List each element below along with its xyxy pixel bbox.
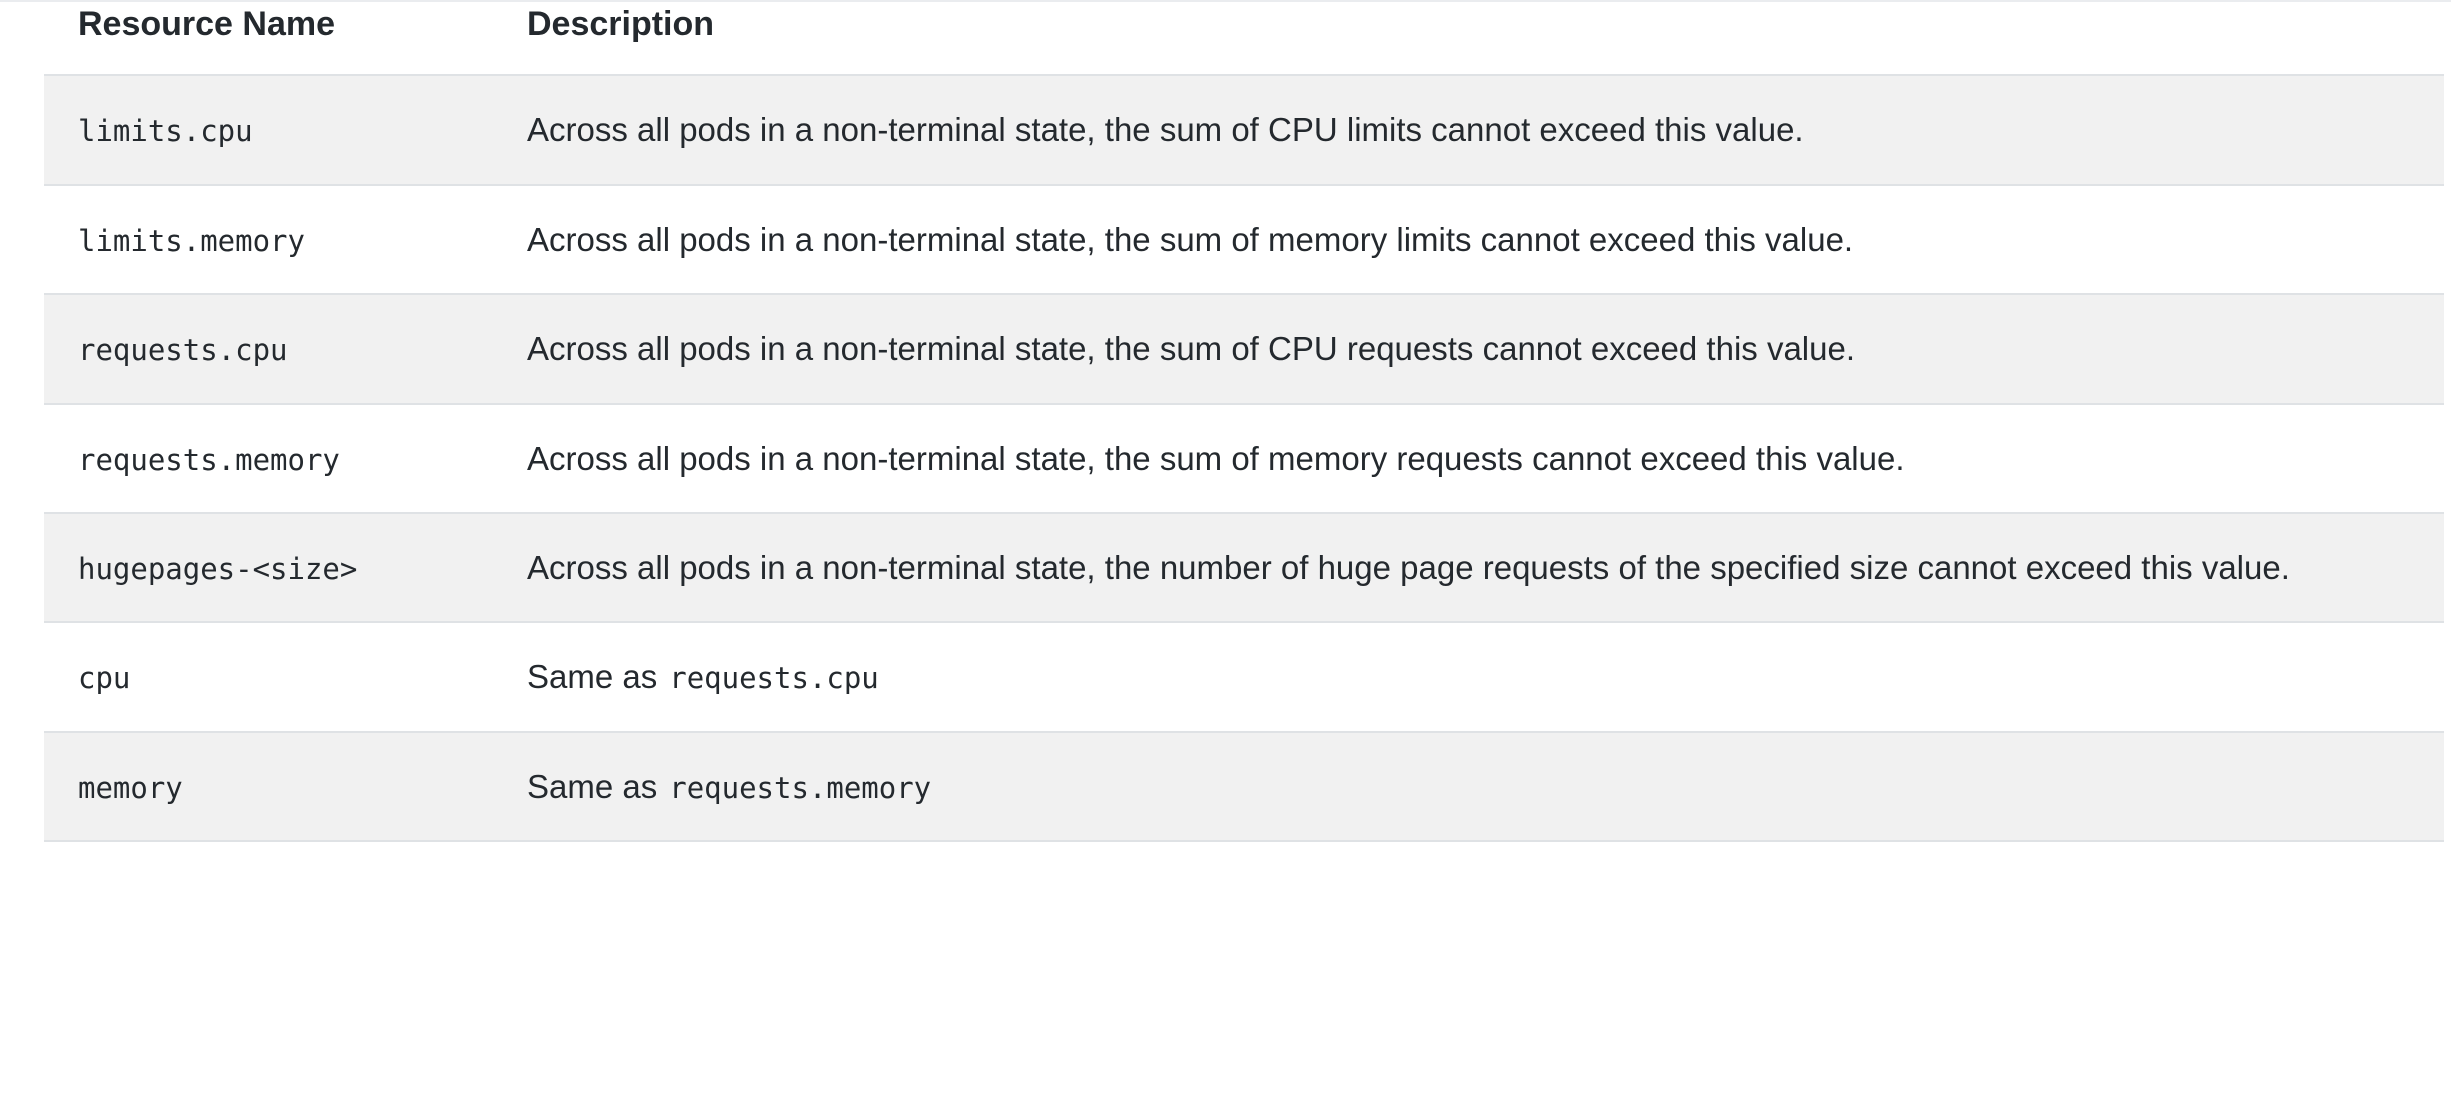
- cell-resource-name: requests.memory: [44, 404, 527, 513]
- table-row: hugepages-<size> Across all pods in a non…: [44, 513, 2444, 623]
- cell-description: Same as requests.cpu: [527, 622, 2444, 731]
- description-inline-code: requests.memory: [669, 770, 932, 805]
- resource-name-code: limits.cpu: [78, 114, 253, 149]
- cell-resource-name: hugepages-<size>: [44, 513, 527, 622]
- resource-name-code: limits.memory: [78, 223, 305, 258]
- description-text: Across all pods in a non-terminal state,…: [527, 111, 1804, 149]
- cell-resource-name: limits.memory: [44, 185, 527, 294]
- table-row: memory Same as requests.memory: [44, 731, 2444, 842]
- description-text: Across all pods in a non-terminal state,…: [527, 549, 2290, 586]
- cell-resource-name: limits.cpu: [44, 75, 527, 184]
- description-inline-code: requests.cpu: [669, 661, 879, 696]
- table-row: limits.cpu Across all pods in a non-termi…: [44, 75, 2444, 185]
- column-header-resource-name: Resource Name: [44, 2, 527, 77]
- table-row: limits.memory Across all pods in a non-te…: [44, 184, 2444, 295]
- cell-description: Across all pods in a non-terminal state,…: [527, 75, 2444, 184]
- table-row: cpu Same as requests.cpu: [44, 622, 2444, 732]
- description-text: Across all pods in a non-terminal state,…: [527, 439, 1905, 477]
- description-prefix-text: Same as: [527, 767, 658, 805]
- column-header-description: Description: [527, 2, 2444, 77]
- cell-description: Same as requests.memory: [527, 732, 2444, 841]
- resource-name-code: memory: [78, 770, 183, 805]
- cell-resource-name: cpu: [44, 622, 527, 731]
- description-prefix-text: Same as: [527, 658, 658, 696]
- table-row: requests.memory Across all pods in a non-…: [44, 403, 2444, 513]
- cell-resource-name: memory: [44, 732, 527, 841]
- description-text: Across all pods in a non-terminal state,…: [527, 220, 1854, 258]
- resource-name-code: requests.memory: [78, 442, 340, 477]
- resource-name-code: hugepages-<size>: [78, 552, 358, 586]
- cell-description: Across all pods in a non-terminal state,…: [527, 404, 2444, 513]
- table-header: Resource Name Description: [44, 2, 2444, 77]
- cell-description: Across all pods in a non-terminal state,…: [527, 294, 2444, 403]
- description-text: Across all pods in a non-terminal state,…: [527, 330, 1856, 368]
- resource-name-code: requests.cpu: [78, 333, 288, 368]
- table-header-row: Resource Name Description: [44, 2, 2444, 77]
- page-top-rule: [0, 0, 2451, 2]
- cell-description: Across all pods in a non-terminal state,…: [527, 185, 2444, 294]
- table-row: requests.cpu Across all pods in a non-ter…: [44, 294, 2444, 404]
- cell-description: Across all pods in a non-terminal state,…: [527, 513, 2444, 622]
- cell-resource-name: requests.cpu: [44, 294, 527, 403]
- resource-name-code: cpu: [78, 661, 131, 696]
